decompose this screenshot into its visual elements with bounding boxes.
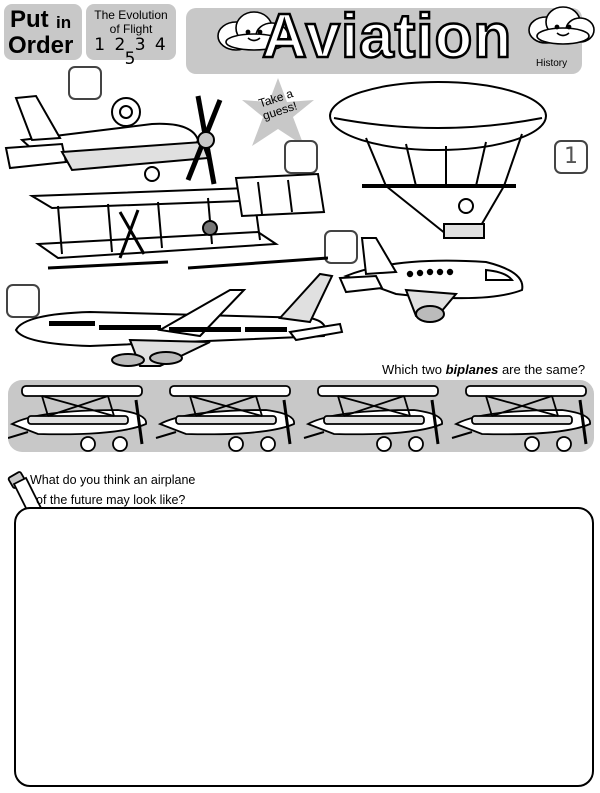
order-box-propeller-plane[interactable] — [68, 66, 102, 100]
biplane-2-icon — [154, 384, 296, 453]
history-subtitle: History — [536, 58, 568, 69]
future-line2: of the future may look like? — [36, 493, 186, 507]
order-word: Order — [8, 32, 74, 59]
future-line1: What do you think an airplane — [30, 473, 196, 487]
airship-icon — [329, 81, 547, 239]
in-word: in — [56, 13, 72, 32]
evolution-box: The Evolution of Flight 1 2 3 4 5 — [86, 4, 176, 68]
put-in-order-box — [4, 4, 82, 60]
propeller-plane-icon — [4, 94, 223, 185]
biplane-3-icon — [302, 384, 444, 453]
cloud-left-icon — [217, 11, 289, 51]
biplane-question: Which two biplanes are the same? — [382, 362, 586, 377]
cloud-decorations — [217, 6, 595, 51]
drawing-area[interactable] — [14, 507, 594, 787]
order-box-small-jet[interactable] — [324, 230, 358, 264]
evolution-line1: The Evolution — [94, 8, 168, 22]
biplane-row — [8, 384, 592, 453]
wright-flyer-icon — [28, 172, 328, 270]
order-box-jumbo-jet[interactable] — [6, 284, 40, 318]
order-box-airship[interactable]: 1 — [554, 140, 588, 174]
biplane-4-icon — [450, 384, 592, 453]
jumbo-jet-icon — [14, 272, 344, 367]
star-burst-icon — [242, 78, 314, 146]
put-word: Put — [10, 6, 49, 33]
cloud-right-icon — [528, 6, 595, 45]
future-prompt: What do you think an airplane of the fut… — [30, 470, 195, 510]
evolution-line2: of Flight — [109, 22, 153, 36]
small-jet-icon — [338, 237, 524, 323]
order-numbers: 1 2 3 4 5 — [94, 35, 168, 69]
order-box-wright-flyer[interactable] — [284, 140, 318, 174]
aviation-title: Aviation — [261, 2, 513, 71]
